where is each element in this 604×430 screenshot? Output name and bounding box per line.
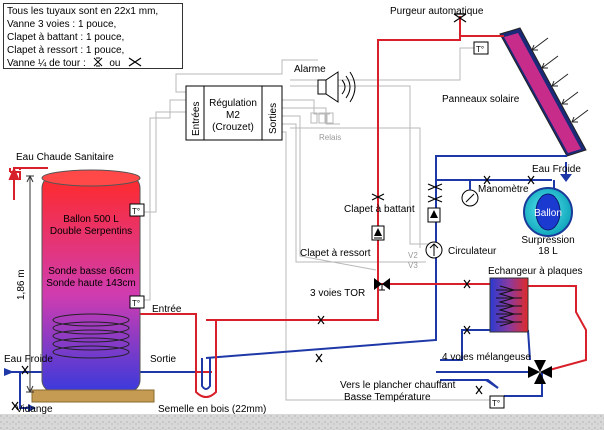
sonde-label-1: Sonde basse 66cm [48,266,134,277]
relays [310,112,334,124]
exchanger-plates [496,289,522,323]
panel-sensor [473,41,489,55]
four-way-valve-icon [528,360,552,378]
trois-voies-label: 3 voies TOR [310,288,365,299]
note-line-quarter-valve: Vanne ¼ de tour : ou [7,57,179,70]
note-line-pipes: Tous les tuyaux sont en 22x1 mm, [7,6,159,17]
eau-froide-right-label: Eau Froide [532,164,581,175]
circ-valve-icon [427,183,443,191]
purgeur-label: Purgeur automatique [390,6,484,17]
v2-label: V2 [408,251,418,260]
reg-title-3: (Crouzet) [212,122,254,133]
reg-entrees-label: Entrées [191,102,202,136]
battant-valve-icon [371,193,385,201]
sonde-label-2: Sonde haute 143cm [46,278,136,289]
solar-panel-face [504,33,581,153]
panneaux-label: Panneaux solaire [442,94,520,105]
circulateur-label: Circulateur [448,246,497,257]
quatre-voies-label: 4 voies mélangeuse [442,352,531,363]
valve-symbol-icon [93,57,102,67]
expansion-vessel-inner [535,193,561,231]
height-dimension [26,174,34,394]
valve-icon [317,315,325,325]
floor-sensor-label: T° [492,399,500,408]
valves [11,13,535,411]
ballon-label-1: Ballon 500 L [63,214,119,225]
valve-symbol-alt-icon [128,57,142,67]
ballon-sup-label-3: 18 L [538,246,558,257]
tank-bottom-sensor [129,295,145,309]
wooden-base [31,389,155,403]
note-line-3way: Vanne 3 voies : 1 pouce, [7,19,117,30]
floor [0,414,604,430]
eau-chaude-label: Eau Chaude Sanitaire [16,152,114,163]
legend-note: Tous les tuyaux sont en 22x1 mm, Vanne 3… [3,3,183,69]
tank-top-sensor-label: T° [132,207,140,216]
tank-top [41,169,141,187]
ballon-sup-label-1: Ballon [534,208,562,219]
note-line-spring-check: Clapet à ressort : 1 pouce, [7,45,125,56]
clapet-ressort-label: Clapet à ressort [300,248,371,259]
reg-title-2: M2 [226,110,240,121]
note-line-swing-check: Clapet à battant : 1 pouce, [7,32,125,43]
tank-coil [52,313,130,359]
relais-label: Relais [319,133,341,142]
reg-title-1: Régulation [209,98,257,109]
sortie-label: Sortie [150,354,177,365]
ballon-sup-label-2: Surpression [521,235,574,246]
purgeur-valve-icon [453,13,467,23]
tank-top-sensor [129,203,145,217]
entree-label: Entrée [152,304,182,315]
ballon-label-2: Double Serpentins [50,226,132,237]
plancher-label-1: Vers le plancher chauffant [340,380,456,391]
clapet-battant-label: Clapet à battant [344,204,415,215]
alarme-label: Alarme [294,64,326,75]
vidange-label: Vidange [16,404,53,415]
panel-sensor-label: T° [476,45,484,54]
reg-sorties-label: Sorties [268,103,279,134]
floor-sensor [489,395,505,409]
v3-label: V3 [408,261,418,270]
note-quarter-label: Vanne ¼ de tour : [7,58,86,69]
regulation-box [185,85,283,141]
hauteur-label: 1,86 m [16,269,27,300]
eau-froide-left-label: Eau Froide [4,354,53,365]
control-wires [134,47,490,401]
note-or-label: ou [109,58,121,69]
semelle-label: Semelle en bois (22mm) [158,404,266,415]
plancher-label-2: Basse Température [344,392,431,403]
tank-bottom-sensor-label: T° [132,299,140,308]
sun-rays [531,37,589,123]
manometre-label: Manomètre [478,184,529,195]
alarm-speaker-icon [317,71,356,103]
echangeur-label: Echangeur à plaques [488,266,583,277]
exchanger-zigzag [498,285,516,327]
